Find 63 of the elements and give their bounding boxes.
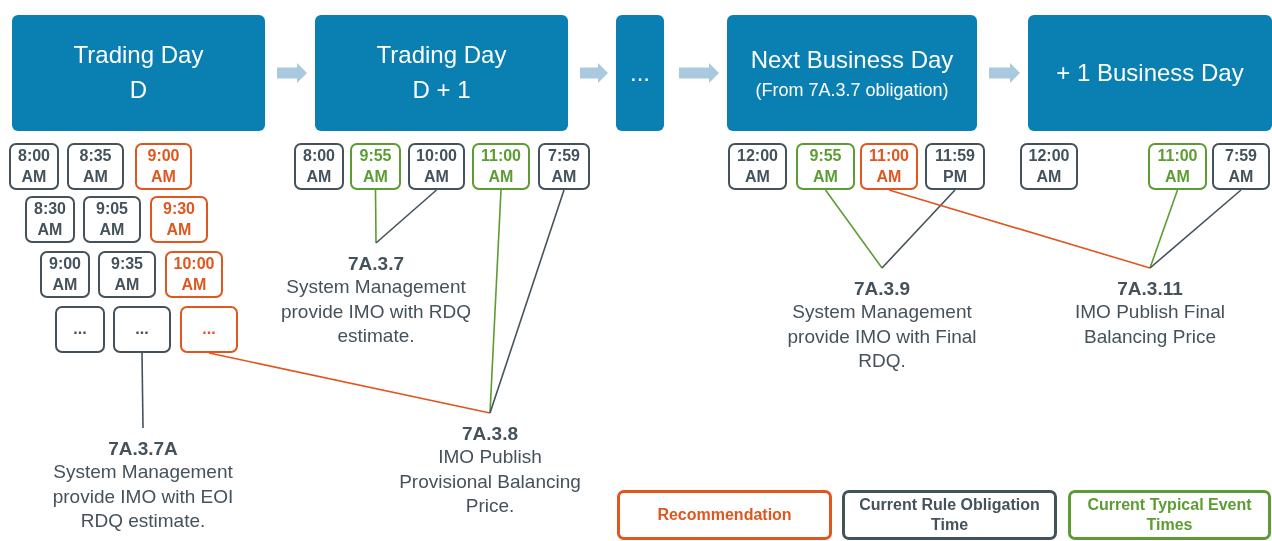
leader-line (824, 189, 883, 269)
leader-line (489, 189, 565, 414)
time-box: 10:00 AM (408, 143, 465, 190)
chevron-arrow (277, 63, 307, 83)
time-box: 9:35 AM (98, 251, 156, 298)
time-box: 9:55 AM (796, 143, 855, 190)
time-box: 9:30 AM (150, 196, 208, 243)
leader-line (141, 352, 144, 429)
time-box: 8:35 AM (67, 143, 124, 190)
day-title: Trading Day D + 1 (375, 40, 508, 105)
rule-number: 7A.3.8 (461, 423, 519, 445)
day-title: Trading Day D (72, 40, 205, 105)
time-box: ... (180, 306, 238, 353)
day-note: (From 7A.3.7 obligation) (755, 78, 949, 102)
day-header (315, 15, 568, 131)
rule-description: System Management provide IMO with Final RDQ. (786, 300, 978, 374)
time-box: ... (55, 306, 105, 353)
time-box: 12:00 AM (1020, 143, 1078, 190)
time-box: 9:55 AM (350, 143, 401, 190)
day-title: + 1 Business Day (1056, 57, 1244, 88)
chevron-arrow (989, 63, 1020, 83)
time-box: 8:30 AM (25, 196, 75, 243)
time-box: 11:00 AM (860, 143, 918, 190)
time-box: 7:59 AM (538, 143, 590, 190)
chevron-arrow (580, 63, 608, 83)
day-header (727, 15, 977, 131)
rule-number: 7A.3.11 (1116, 278, 1184, 300)
leader-line (888, 189, 1151, 269)
rule-description: System Management provide IMO with EOI RDQ estimate. (51, 460, 235, 534)
time-box: ... (113, 306, 171, 353)
time-box: 11:00 AM (1148, 143, 1207, 190)
chevron-arrow (679, 63, 719, 83)
leader-line (374, 189, 377, 244)
rule-number: 7A.3.7A (107, 438, 179, 460)
time-box: 9:05 AM (83, 196, 141, 243)
rule-number: 7A.3.7 (347, 253, 405, 275)
time-box: 8:00 AM (294, 143, 344, 190)
time-box: 10:00 AM (165, 251, 223, 298)
leader-line (1149, 189, 1179, 269)
rule-number: 7A.3.9 (853, 278, 911, 300)
rule-description: System Management provide IMO with RDQ estimate. (279, 275, 472, 349)
rule-description: IMO Publish Final Balancing Price (1074, 300, 1226, 349)
legend-item: Current Typical Event Times (1068, 490, 1271, 540)
time-box: 11:59 PM (925, 143, 985, 190)
day-header (616, 15, 664, 131)
legend-item: Current Rule Obligation Time (842, 490, 1057, 540)
leader-line (1149, 189, 1242, 269)
day-title: ... (630, 57, 650, 88)
time-box: 12:00 AM (728, 143, 787, 190)
leader-line (881, 189, 956, 269)
legend-item: Recommendation (617, 490, 832, 540)
leader-line (208, 352, 491, 414)
time-box: 9:00 AM (40, 251, 90, 298)
rule-description: IMO Publish Provisional Balancing Price. (398, 445, 582, 519)
time-box: 11:00 AM (472, 143, 530, 190)
day-header (12, 15, 265, 131)
time-box: 8:00 AM (9, 143, 59, 190)
time-box: 7:59 AM (1212, 143, 1270, 190)
leader-line (375, 189, 438, 244)
time-box: 9:00 AM (135, 143, 192, 190)
day-header (1028, 15, 1272, 131)
day-title: Next Business Day (750, 45, 954, 75)
leader-line (489, 189, 502, 414)
